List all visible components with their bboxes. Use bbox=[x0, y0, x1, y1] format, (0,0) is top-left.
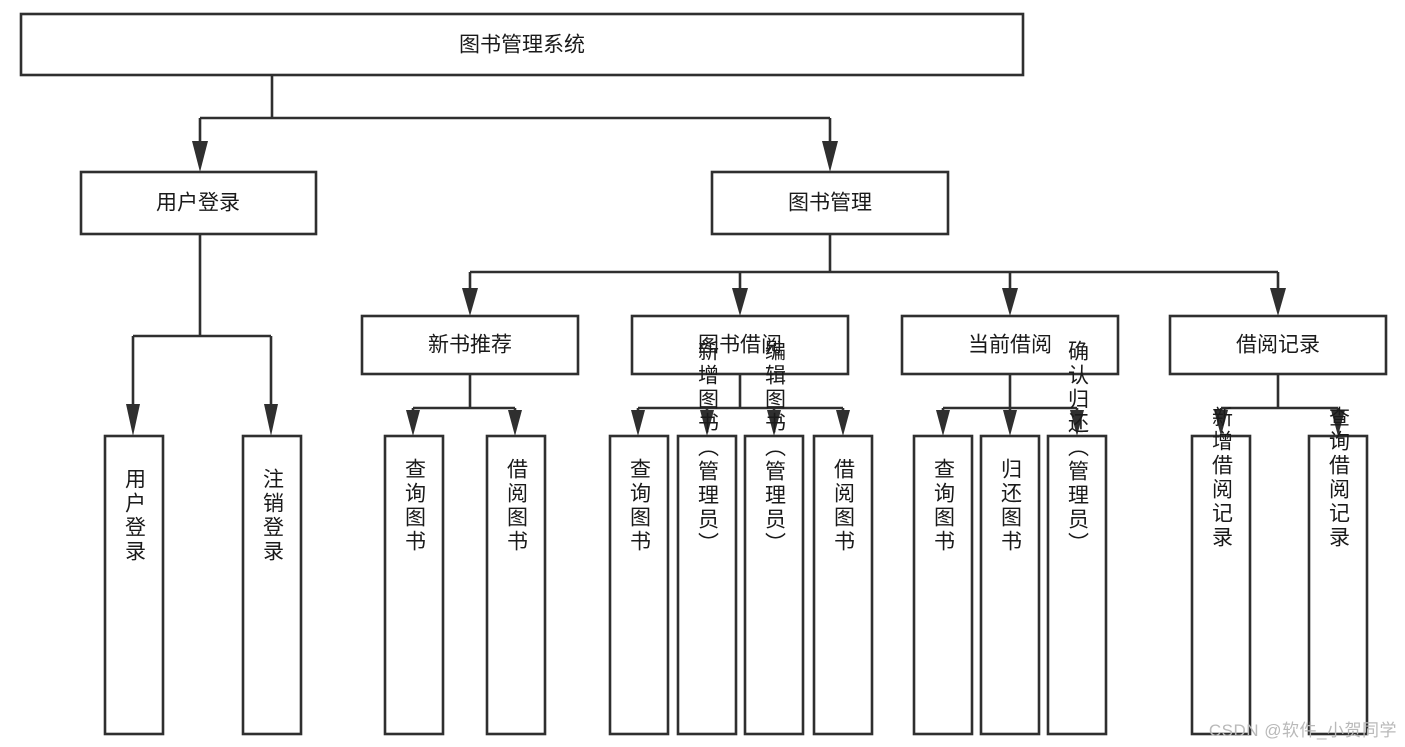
arrow-head-icon bbox=[508, 410, 522, 436]
leaf-user-logout[interactable]: 注销登录 bbox=[241, 434, 303, 736]
leaf-record-query[interactable]: 查询借阅记录 bbox=[1307, 406, 1369, 736]
node-root-label: 图书管理系统 bbox=[459, 34, 585, 57]
arrow-head-icon bbox=[700, 410, 714, 436]
connector-group-new-book bbox=[406, 374, 522, 436]
leaf-label: 查询图书 bbox=[932, 458, 956, 554]
leaf-box[interactable] bbox=[1046, 434, 1108, 736]
node-book-borrow[interactable]: 图书借阅 bbox=[630, 314, 850, 376]
leaf-record-add[interactable]: 新增借阅记录 bbox=[1190, 406, 1252, 736]
node-book-borrow-label: 图书借阅 bbox=[698, 334, 782, 357]
node-user-login-label: 用户登录 bbox=[156, 192, 240, 215]
node-book-management-box[interactable] bbox=[710, 170, 950, 236]
leaf-current-query[interactable]: 查询图书 bbox=[912, 434, 974, 736]
leaf-label: 查询借阅记录 bbox=[1327, 406, 1351, 550]
leaf-box[interactable] bbox=[1190, 434, 1252, 736]
node-current-borrow-box[interactable] bbox=[900, 314, 1120, 376]
node-borrow-record-label: 借阅记录 bbox=[1236, 334, 1320, 357]
leaf-current-return[interactable]: 归还图书 bbox=[979, 434, 1041, 736]
arrow-head-icon bbox=[264, 404, 278, 436]
leaf-label: 借阅图书 bbox=[832, 458, 856, 554]
leaf-label: 新增借阅记录 bbox=[1210, 406, 1234, 550]
node-new-book-recommend-label: 新书推荐 bbox=[428, 334, 512, 357]
arrow-head-icon bbox=[836, 410, 850, 436]
arrow-head-icon bbox=[1002, 288, 1018, 316]
leaf-box[interactable] bbox=[743, 434, 805, 736]
leaf-label: 查询图书 bbox=[403, 458, 427, 554]
node-new-book-recommend-box[interactable] bbox=[360, 314, 580, 376]
leaf-borrow-edit-admin[interactable]: 编辑图书（管理员） bbox=[743, 340, 805, 736]
leaf-newbook-borrow[interactable]: 借阅图书 bbox=[485, 434, 547, 736]
leaf-label: 新增图书（管理员） bbox=[696, 340, 720, 556]
leaf-user-login-1[interactable]: 用户登录 bbox=[103, 434, 165, 736]
arrow-head-icon bbox=[1270, 288, 1286, 316]
arrow-head-icon bbox=[936, 410, 950, 436]
leaf-label: 借阅图书 bbox=[505, 458, 529, 554]
leaf-borrow-add-admin[interactable]: 新增图书（管理员） bbox=[676, 340, 738, 736]
arrow-head-icon bbox=[822, 141, 838, 172]
connector-group-borrow bbox=[631, 374, 850, 436]
leaf-box[interactable] bbox=[1307, 434, 1369, 736]
leaf-borrow-query[interactable]: 查询图书 bbox=[608, 434, 670, 736]
arrow-head-icon bbox=[1003, 410, 1017, 436]
leaf-box[interactable] bbox=[812, 434, 874, 736]
leaf-box[interactable] bbox=[485, 434, 547, 736]
connector-group-current-borrow bbox=[936, 374, 1084, 436]
node-user-login[interactable]: 用户登录 bbox=[79, 170, 318, 236]
arrow-head-icon bbox=[1070, 410, 1084, 436]
leaf-label: 查询图书 bbox=[628, 458, 652, 554]
leaf-borrow-borrow[interactable]: 借阅图书 bbox=[812, 434, 874, 736]
leaf-box[interactable] bbox=[241, 434, 303, 736]
arrow-head-icon bbox=[192, 141, 208, 172]
arrow-head-icon bbox=[631, 410, 645, 436]
node-root-box[interactable] bbox=[19, 12, 1025, 77]
node-book-borrow-box[interactable] bbox=[630, 314, 850, 376]
node-current-borrow[interactable]: 当前借阅 bbox=[900, 314, 1120, 376]
leaf-label: 确认归还（管理员） bbox=[1066, 340, 1090, 556]
arrow-head-icon bbox=[126, 404, 140, 436]
connector-group-root bbox=[192, 75, 838, 172]
connector-group-user-login bbox=[126, 234, 278, 436]
leaf-box[interactable] bbox=[912, 434, 974, 736]
arrow-head-icon bbox=[767, 410, 781, 436]
leaf-label: 归还图书 bbox=[999, 458, 1023, 554]
leaf-current-confirm-return-admin[interactable]: 确认归还（管理员） bbox=[1046, 340, 1108, 736]
node-new-book-recommend[interactable]: 新书推荐 bbox=[360, 314, 580, 376]
leaf-box[interactable] bbox=[979, 434, 1041, 736]
arrow-head-icon bbox=[462, 288, 478, 316]
leaf-label: 用户登录 bbox=[123, 468, 147, 564]
arrow-head-icon bbox=[406, 410, 420, 436]
node-current-borrow-label: 当前借阅 bbox=[968, 334, 1052, 357]
leaf-box[interactable] bbox=[383, 434, 445, 736]
connector-group-book-mgmt bbox=[462, 234, 1286, 316]
arrow-head-icon bbox=[1214, 410, 1228, 436]
connector-group-borrow-record bbox=[1214, 374, 1345, 436]
node-root[interactable]: 图书管理系统 bbox=[19, 12, 1025, 77]
leaf-label: 编辑图书（管理员） bbox=[763, 340, 787, 556]
node-borrow-record-box[interactable] bbox=[1168, 314, 1388, 376]
leaf-label: 注销登录 bbox=[261, 468, 285, 564]
node-borrow-record[interactable]: 借阅记录 bbox=[1168, 314, 1388, 376]
node-book-management-label: 图书管理 bbox=[788, 192, 872, 215]
node-book-management[interactable]: 图书管理 bbox=[710, 170, 950, 236]
leaf-box[interactable] bbox=[103, 434, 165, 736]
leaf-box[interactable] bbox=[608, 434, 670, 736]
leaf-box[interactable] bbox=[676, 434, 738, 736]
node-user-login-box[interactable] bbox=[79, 170, 318, 236]
leaf-newbook-query[interactable]: 查询图书 bbox=[383, 434, 445, 736]
arrow-head-icon bbox=[1331, 410, 1345, 436]
arrow-head-icon bbox=[732, 288, 748, 316]
